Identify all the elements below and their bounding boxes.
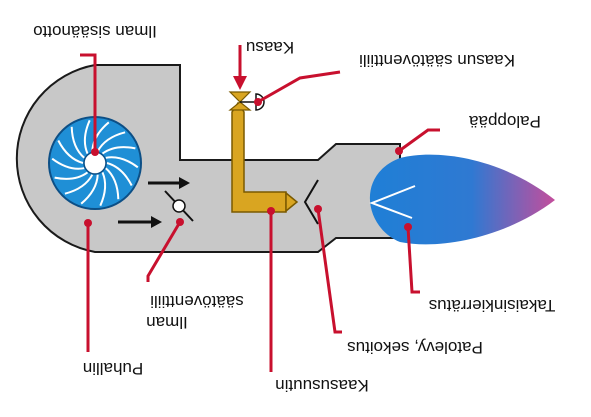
label-fan: Puhallin (83, 359, 144, 378)
fan-blade (64, 174, 94, 195)
fan-blade (51, 157, 85, 170)
fan-blade (99, 172, 107, 207)
label-air-control-valve-line1: Ilman (146, 313, 188, 332)
label-flame-front: Paloppää (469, 112, 541, 131)
label-air-intake: Ilman sisäänotto (33, 22, 157, 41)
fan-blade (106, 162, 133, 186)
label-recirculation: Takaisinkierrätus (429, 296, 556, 315)
leader-lines (80, 53, 440, 372)
fan-blade (96, 131, 126, 152)
flame (369, 154, 555, 245)
label-gas-nozzle: Kaasusuutin (275, 376, 369, 395)
fan-blade (57, 140, 84, 164)
fan-blade (91, 121, 110, 152)
fan-blade (70, 126, 85, 159)
label-gas: Kaasu (246, 38, 294, 57)
fan-impeller (48, 116, 142, 210)
flame-recirculation-swirl (369, 185, 416, 219)
fan-blade (105, 167, 120, 200)
fan-blade (54, 171, 89, 180)
fan-blade (101, 146, 136, 155)
baffle-plate (303, 179, 319, 225)
label-air-control-valve-line2: säätöventtiili (150, 292, 244, 311)
label-gas-control-valve: Kaasun säätöventtiili (359, 51, 515, 70)
gas-inlet-arrow (233, 45, 247, 90)
air-control-valve (164, 190, 194, 222)
label-baffle-mixing: Patolevy, sekoitus (347, 338, 483, 357)
gas-nozzle (285, 191, 299, 213)
fan-blade (80, 174, 99, 205)
fan-blade (83, 119, 91, 154)
fan-blade (105, 156, 139, 169)
air-flow-arrows (118, 177, 190, 228)
gas-pipe (231, 101, 287, 213)
